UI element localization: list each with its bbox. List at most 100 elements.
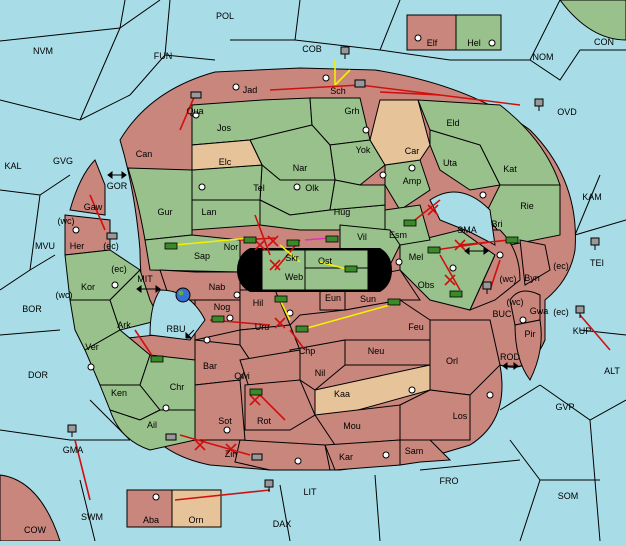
army-icon[interactable] xyxy=(505,236,519,244)
region-label-qua[interactable]: Qua xyxy=(186,106,203,116)
region-elf[interactable] xyxy=(406,14,457,51)
region-label-eun[interactable]: Eun xyxy=(325,293,341,303)
region-label-kar[interactable]: Kar xyxy=(339,452,353,462)
army-icon[interactable] xyxy=(286,239,300,247)
region-label-kat[interactable]: Kat xyxy=(503,164,517,174)
region-label-mit[interactable]: MIT xyxy=(137,274,153,284)
region-label-uta[interactable]: Uta xyxy=(443,158,457,168)
region-label-zin[interactable]: Zin xyxy=(225,449,238,459)
army-icon[interactable] xyxy=(211,315,225,323)
army-icon[interactable] xyxy=(150,355,164,363)
region-label-cob[interactable]: COB xyxy=(302,44,322,54)
army-icon[interactable] xyxy=(295,325,309,333)
region-label-skr[interactable]: Skr xyxy=(285,253,299,263)
region-label-ark[interactable]: Ark xyxy=(117,320,131,330)
region-label-fun[interactable]: FUN xyxy=(154,51,173,61)
region-label-byn[interactable]: Byn xyxy=(524,273,540,283)
region-label-rod[interactable]: ROD xyxy=(500,352,521,362)
region-label-kaa[interactable]: Kaa xyxy=(334,389,350,399)
region-label-bor[interactable]: BOR xyxy=(22,304,42,314)
region-label-car[interactable]: Car xyxy=(405,146,420,156)
region-aba[interactable] xyxy=(126,489,173,528)
region-label-sot[interactable]: Sot xyxy=(218,416,232,426)
region-label-elf[interactable]: Elf xyxy=(427,38,438,48)
region-label-olk[interactable]: Olk xyxy=(305,183,319,193)
region-label-alt[interactable]: ALT xyxy=(604,366,620,376)
region-label-mou[interactable]: Mou xyxy=(343,421,361,431)
fleet-icon[interactable] xyxy=(534,98,544,111)
region-label-gaw[interactable]: Gaw xyxy=(84,202,103,212)
region-label-sun[interactable]: Sun xyxy=(360,294,376,304)
region-label-jad[interactable]: Jad xyxy=(243,85,258,95)
region-label-nor[interactable]: Nor xyxy=(224,242,239,252)
region-label-kup[interactable]: KUP xyxy=(573,326,592,336)
region-label-yok[interactable]: Yok xyxy=(356,145,371,155)
fleet-units[interactable] xyxy=(67,46,600,492)
army-icon[interactable] xyxy=(387,298,401,306)
region-label-eld[interactable]: Eld xyxy=(446,118,459,128)
region-label-som[interactable]: SOM xyxy=(558,491,579,501)
army-icon[interactable] xyxy=(164,242,178,250)
region-label-kam[interactable]: KAM xyxy=(582,192,602,202)
region-label-fro[interactable]: FRO xyxy=(440,476,459,486)
region-label-chp[interactable]: Chp xyxy=(299,346,316,356)
region-label-sma[interactable]: SMA xyxy=(457,225,477,235)
region-label-gma[interactable]: GMA xyxy=(63,445,84,455)
region-label-neu[interactable]: Neu xyxy=(368,346,385,356)
fleet-icon[interactable] xyxy=(251,453,263,461)
region-label-tel[interactable]: Tel xyxy=(253,183,265,193)
region-label-amp[interactable]: Amp xyxy=(403,176,422,186)
region-label-kal[interactable]: KAL xyxy=(4,161,21,171)
region-label-buc[interactable]: BUC xyxy=(492,309,512,319)
region-label-pol[interactable]: POL xyxy=(216,11,234,21)
region-label-nom[interactable]: NOM xyxy=(533,52,554,62)
region-label-her[interactable]: Her xyxy=(70,241,85,251)
army-units[interactable] xyxy=(150,219,519,396)
region-label-rie[interactable]: Rie xyxy=(520,201,534,211)
army-icon[interactable] xyxy=(344,265,358,273)
region-label-ver[interactable]: Ver xyxy=(85,342,99,352)
region-label-kor[interactable]: Kor xyxy=(81,282,95,292)
region-label-gwa[interactable]: Gwa xyxy=(530,306,549,316)
region-label-orn[interactable]: Orn xyxy=(188,515,203,525)
region-label-obs[interactable]: Obs xyxy=(418,280,435,290)
region-label-grh[interactable]: Grh xyxy=(344,106,359,116)
region-label-los[interactable]: Los xyxy=(453,411,468,421)
region-label-lan[interactable]: Lan xyxy=(201,207,216,217)
region-label-mvu[interactable]: MVU xyxy=(35,241,55,251)
fleet-icon[interactable] xyxy=(354,79,366,88)
region-label-aba[interactable]: Aba xyxy=(143,515,159,525)
region-label-feu[interactable]: Feu xyxy=(408,322,424,332)
region-label-elc[interactable]: Elc xyxy=(219,157,232,167)
region-label-mel[interactable]: Mel xyxy=(409,252,424,262)
region-label-sam[interactable]: Sam xyxy=(405,446,424,456)
region-label-dor[interactable]: DOR xyxy=(28,370,49,380)
region-label-cow[interactable]: COW xyxy=(24,525,47,535)
region-label-hug[interactable]: Hug xyxy=(334,207,351,217)
region-label-con[interactable]: CON xyxy=(594,37,614,47)
fleet-icon[interactable] xyxy=(106,232,118,240)
region-label-bar[interactable]: Bar xyxy=(203,361,217,371)
region-label-rot[interactable]: Rot xyxy=(257,416,272,426)
region-label-ovd[interactable]: OVD xyxy=(557,107,577,117)
fleet-icon[interactable] xyxy=(67,424,77,437)
region-label-jos[interactable]: Jos xyxy=(217,123,232,133)
army-icon[interactable] xyxy=(243,236,257,244)
fleet-icon[interactable] xyxy=(264,479,274,492)
region-label-sch[interactable]: Sch xyxy=(330,86,346,96)
region-label-ken[interactable]: Ken xyxy=(111,388,127,398)
globe-icon[interactable] xyxy=(175,287,191,303)
region-label-swm[interactable]: SWM xyxy=(81,512,103,522)
region-label-uru[interactable]: Uru xyxy=(255,322,270,332)
region-label-sap[interactable]: Sap xyxy=(194,251,210,261)
region-label-nab[interactable]: Nab xyxy=(209,282,226,292)
army-icon[interactable] xyxy=(274,295,288,303)
army-icon[interactable] xyxy=(249,388,263,396)
region-label-lit[interactable]: LIT xyxy=(303,487,317,497)
region-label-gvg[interactable]: GVG xyxy=(53,156,73,166)
region-label-web[interactable]: Web xyxy=(285,272,303,282)
region-label-hel[interactable]: Hel xyxy=(467,38,481,48)
region-label-tei[interactable]: TEI xyxy=(590,258,604,268)
